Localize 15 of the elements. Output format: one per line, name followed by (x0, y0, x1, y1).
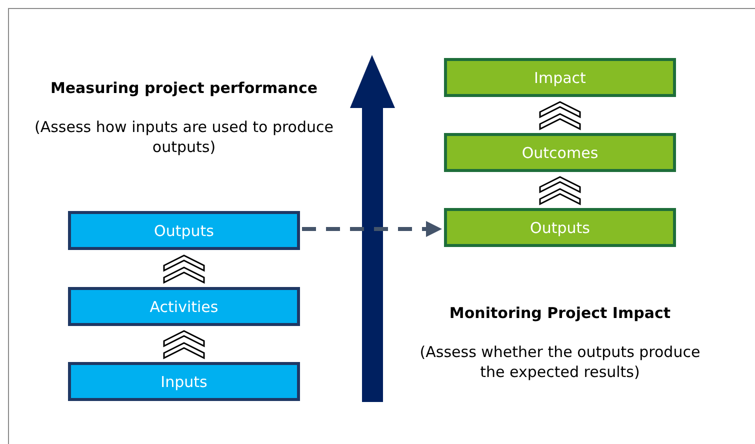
heading: Monitoring Project Impact (448, 303, 672, 323)
process-box: Inputs (68, 362, 300, 401)
process-box: Outputs (68, 211, 300, 250)
chevron-arrow (539, 176, 581, 206)
process-box: Impact (444, 58, 676, 97)
chevron-arrow (163, 330, 205, 360)
description: (Assess whether the outputs produce the expected results) (418, 342, 702, 382)
process-box: Outputs (444, 208, 676, 247)
heading: Measuring project performance (49, 78, 319, 98)
process-box: Activities (68, 287, 300, 326)
arrow (302, 221, 442, 237)
description: (Assess how inputs are used to produce outputs) (34, 117, 334, 157)
chevron-arrow (163, 254, 205, 284)
process-box: Outcomes (444, 133, 676, 172)
chevron-arrow (539, 101, 581, 130)
